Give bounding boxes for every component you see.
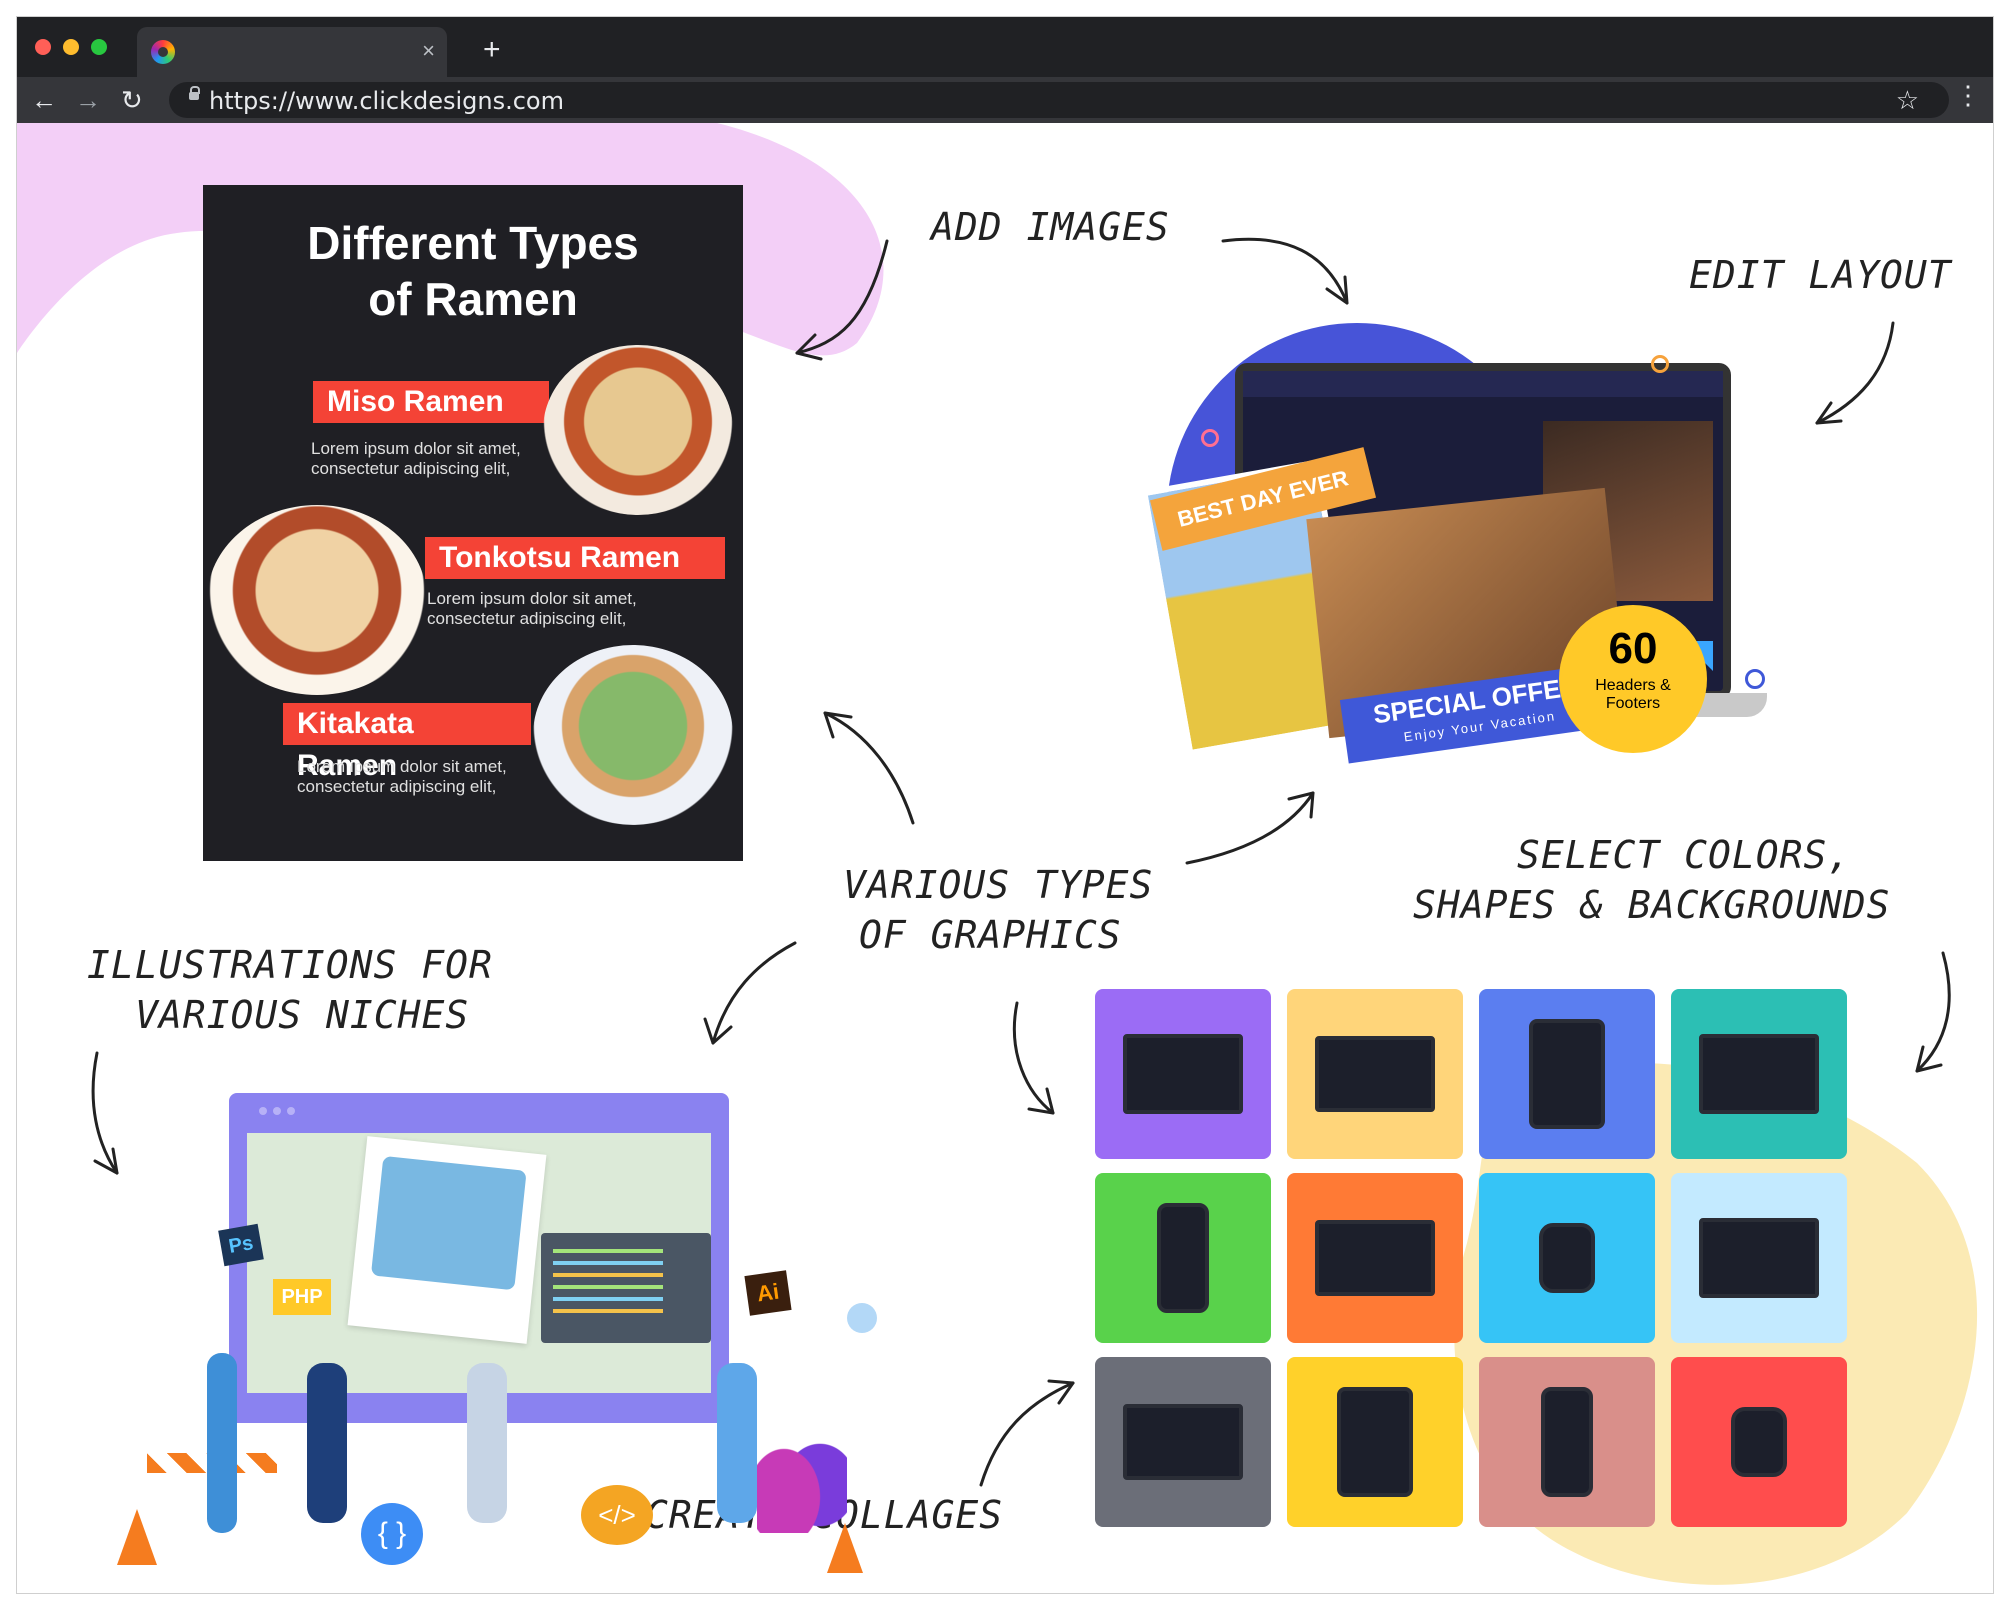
- browser-tab[interactable]: ×: [137, 27, 447, 77]
- laptop-mockup-icon: [1315, 1220, 1435, 1296]
- app-header-bar: [1243, 371, 1723, 397]
- illustrator-icon: Ai: [744, 1270, 792, 1316]
- tonkotsu-ramen-bowl: [207, 505, 427, 695]
- person-figure: [467, 1363, 507, 1523]
- badge-line-2: Footers: [1605, 695, 1661, 712]
- browser-window: × + ← → ↻ https://www.clickdesigns.com ☆…: [16, 16, 1994, 1594]
- various-types-label-1: VARIOUS TYPES: [843, 863, 1154, 907]
- description-line: consectetur adipiscing elit,: [297, 777, 497, 796]
- plant-leaves: [757, 1413, 847, 1533]
- minimize-window-button[interactable]: [63, 39, 79, 55]
- reload-button[interactable]: ↻: [121, 85, 143, 115]
- lock-icon: [189, 86, 200, 100]
- illustrations-label-1: ILLUSTRATIONS FOR: [87, 943, 493, 987]
- new-tab-button[interactable]: +: [483, 33, 501, 66]
- window-dots: [259, 1107, 267, 1115]
- template-tile[interactable]: [1095, 1357, 1271, 1527]
- laptop-mockup-icon: [1123, 1404, 1243, 1480]
- person-figure: [717, 1363, 757, 1523]
- arrow-add-images-left: [795, 239, 889, 355]
- ramen-name-tag: Tonkotsu Ramen: [425, 537, 725, 579]
- person-figure: [207, 1353, 237, 1533]
- address-bar[interactable]: https://www.clickdesigns.com ☆: [169, 82, 1949, 118]
- monitor-mockup-icon: [1699, 1034, 1819, 1114]
- decor-circle: [1745, 669, 1765, 689]
- watch-mockup-icon: [1731, 1407, 1787, 1477]
- php-icon: PHP: [273, 1279, 331, 1315]
- template-tile[interactable]: [1671, 1357, 1847, 1527]
- image-card: [347, 1136, 547, 1344]
- watch-mockup-icon: [1539, 1223, 1595, 1293]
- template-tile[interactable]: [1479, 1173, 1655, 1343]
- maximize-window-button[interactable]: [91, 39, 107, 55]
- monitor-mockup-icon: [1123, 1034, 1243, 1114]
- badge-number: 60: [1608, 624, 1658, 673]
- illustrations-label-2: VARIOUS NICHES: [135, 993, 470, 1037]
- close-window-button[interactable]: [35, 39, 51, 55]
- kitakata-ramen-bowl: [533, 645, 733, 825]
- template-tile[interactable]: [1287, 1357, 1463, 1527]
- ramen-name-tag: Miso Ramen: [313, 381, 549, 423]
- monitor-mockup-icon: [1699, 1218, 1819, 1298]
- url-text[interactable]: https://www.clickdesigns.com: [209, 87, 564, 115]
- browser-toolbar: ← → ↻ https://www.clickdesigns.com ☆ ⋮: [17, 77, 1993, 123]
- image-placeholder: [370, 1155, 527, 1291]
- poster-title: Different Types of Ramen: [203, 215, 743, 327]
- tablet-mockup-icon: [1337, 1387, 1413, 1497]
- code-tag-icon: </>: [581, 1485, 653, 1545]
- template-tile[interactable]: [1095, 989, 1271, 1159]
- braces-icon: { }: [361, 1503, 423, 1565]
- various-types-label-2: OF GRAPHICS: [859, 913, 1122, 957]
- back-button[interactable]: ←: [31, 85, 57, 115]
- decor-circle: [1651, 355, 1669, 373]
- phone-mockup-icon: [1541, 1387, 1593, 1497]
- badge-line-1: Headers &: [1595, 677, 1671, 694]
- poster-title-line-2: of Ramen: [368, 273, 578, 325]
- annotation-arrows: [91, 237, 1951, 1487]
- decor-circle: [1201, 429, 1219, 447]
- play-icon: [847, 1303, 877, 1333]
- tab-bar: × +: [17, 17, 1993, 77]
- template-tile[interactable]: [1479, 1357, 1655, 1527]
- description-line: Lorem ipsum dolor sit amet,: [427, 589, 637, 608]
- poster-title-line-1: Different Types: [307, 217, 639, 269]
- browser-menu-icon[interactable]: ⋮: [1955, 80, 1981, 110]
- ramen-description: Lorem ipsum dolor sit amet, consectetur …: [311, 439, 521, 479]
- add-images-label: ADD IMAGES: [931, 205, 1170, 249]
- miso-ramen-bowl: [543, 345, 733, 515]
- headers-footers-badge: 60 Headers & Footers: [1567, 613, 1699, 745]
- favicon-icon: [151, 40, 175, 64]
- person-figure: [307, 1363, 347, 1523]
- photoshop-icon: Ps: [218, 1223, 264, 1267]
- template-tile[interactable]: [1479, 989, 1655, 1159]
- template-tile[interactable]: [1095, 1173, 1271, 1343]
- description-line: consectetur adipiscing elit,: [427, 609, 627, 628]
- close-tab-icon[interactable]: ×: [422, 38, 435, 63]
- template-tile[interactable]: [1671, 989, 1847, 1159]
- tablet-mockup-icon: [1529, 1019, 1605, 1129]
- select-colors-label-2: SHAPES & BACKGROUNDS: [1413, 883, 1891, 927]
- code-lines: [553, 1249, 663, 1253]
- ramen-name-tag: Kitakata Ramen: [283, 703, 531, 782]
- ramen-description: Lorem ipsum dolor sit amet, consectetur …: [427, 589, 637, 629]
- phone-mockup-icon: [1157, 1203, 1209, 1313]
- code-window: [541, 1233, 711, 1343]
- description-line: consectetur adipiscing elit,: [311, 459, 511, 478]
- edit-layout-label: EDIT LAYOUT: [1689, 253, 1952, 297]
- template-tile[interactable]: [1287, 989, 1463, 1159]
- ramen-description: Lorem ipsum dolor sit amet, consectetur …: [297, 757, 507, 797]
- ramen-poster[interactable]: Different Types of Ramen Miso Ramen Lore…: [203, 185, 743, 861]
- select-colors-label-1: SELECT COLORS,: [1517, 833, 1852, 877]
- traffic-cone-icon: [117, 1509, 157, 1565]
- page-content: ADD IMAGES EDIT LAYOUT VARIOUS TYPES OF …: [17, 123, 1993, 1593]
- description-line: Lorem ipsum dolor sit amet,: [311, 439, 521, 458]
- template-tile[interactable]: [1287, 1173, 1463, 1343]
- template-tile[interactable]: [1671, 1173, 1847, 1343]
- description-line: Lorem ipsum dolor sit amet,: [297, 757, 507, 776]
- laptop-mockup-icon: [1315, 1036, 1435, 1112]
- forward-button[interactable]: →: [75, 85, 101, 115]
- bookmark-star-icon[interactable]: ☆: [1895, 85, 1919, 115]
